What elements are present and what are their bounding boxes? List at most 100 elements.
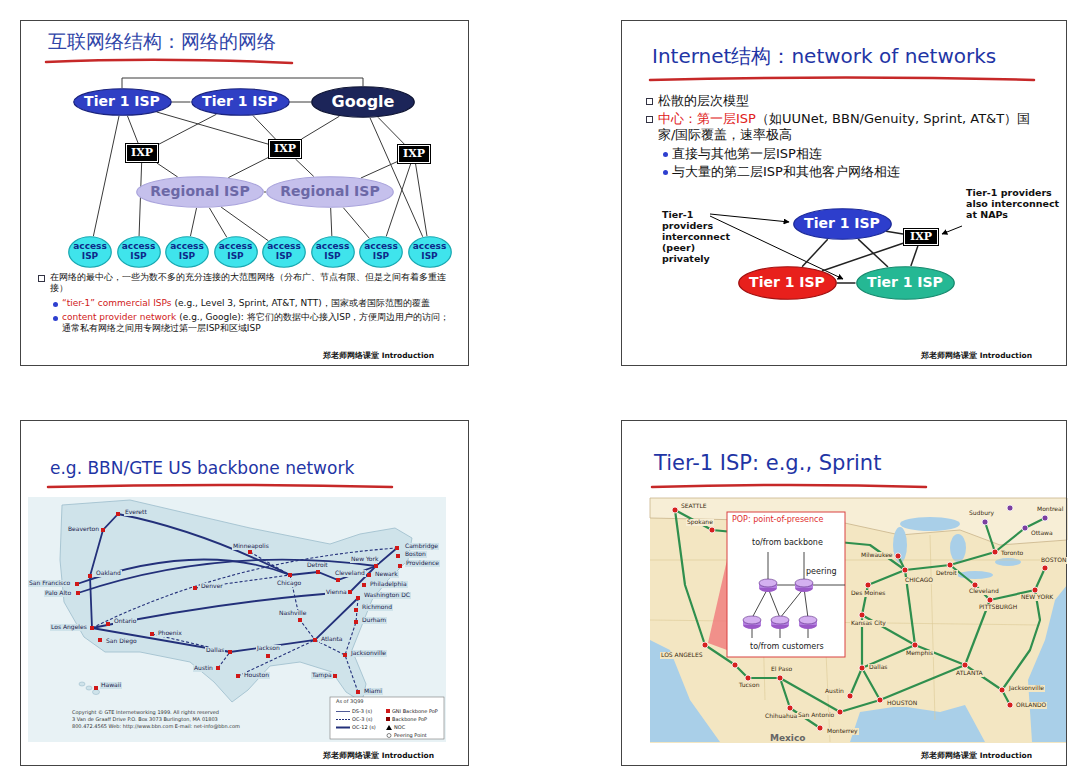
city-label: Chicago	[276, 580, 302, 587]
city-label: Tampa	[311, 672, 333, 679]
connector	[290, 102, 312, 103]
city-label: ORLANDO	[1015, 702, 1047, 709]
city-label: San Diego	[105, 638, 138, 645]
network-ellipse: access ISP	[408, 236, 452, 268]
node-label: Tier 1 ISP	[202, 94, 278, 109]
bullet-text: content provider network	[62, 312, 176, 322]
text-block: e.g. BBN/GTE US backbone network	[50, 458, 354, 479]
connector	[886, 231, 903, 234]
city-label: Jacksonville	[350, 650, 387, 657]
legend-text: DS-3 (s)	[352, 708, 372, 714]
legend-text: Backbone PoP	[392, 716, 427, 722]
text-block: 直接与其他第一层ISP相连	[662, 146, 1046, 162]
city-label: Durham	[361, 617, 387, 624]
city-label: Tucson	[738, 682, 760, 689]
legend-item: NOC	[386, 724, 405, 730]
city-label: Dallas	[205, 647, 225, 654]
node-label: access ISP	[412, 242, 448, 262]
city-label: Detroit	[306, 562, 329, 569]
ellipse-shape	[360, 237, 403, 268]
network-ellipse: Regional ISP	[136, 176, 264, 208]
city-label: Kansas City	[850, 620, 887, 627]
connector	[370, 118, 423, 237]
title-underlines	[46, 60, 1034, 487]
connector	[837, 282, 856, 284]
legend-item: OC-12 (s)	[336, 724, 376, 730]
node-label: IXP	[131, 147, 153, 159]
city-label: Philadelphia	[369, 581, 408, 588]
ellipse-shape	[73, 89, 171, 116]
node-label: Regional ISP	[150, 184, 249, 199]
text-block: Internet结构：network of networks	[652, 44, 996, 69]
legend-item: GNI Backbone PoP	[386, 708, 438, 714]
footer-text: 郑老师网络课堂 Introduction	[323, 351, 434, 360]
text-block: 郑老师网络课堂 Introduction	[921, 351, 1032, 360]
ellipse-shape	[311, 237, 354, 268]
city-label: LOS ANGELES	[660, 652, 704, 659]
network-ellipse: Regional ISP	[266, 176, 394, 208]
city-label: Spokane	[686, 519, 714, 526]
ellipse-shape	[117, 237, 160, 268]
ellipse-shape	[856, 267, 954, 300]
slide-title: e.g. BBN/GTE US backbone network	[50, 458, 354, 478]
text-block: 郑老师网络课堂 Introduction	[323, 351, 434, 360]
network-ellipse: access ISP	[68, 236, 112, 268]
network-ellipse: Tier 1 ISP	[738, 266, 837, 300]
slide-frame: 互联网络结构：网络的网络在网络的最中心，一些为数不多的充分连接的大范围网络（分布…	[20, 20, 469, 366]
node-label: Tier 1 ISP	[749, 275, 825, 290]
connector	[209, 208, 226, 237]
city-label: Minneapolis	[232, 543, 270, 550]
bbn-us-map	[28, 497, 446, 742]
node-label: access ISP	[266, 242, 302, 262]
slide-title: Tier-1 ISP: e.g., Sprint	[654, 451, 881, 475]
city-label: San Antonio	[797, 712, 835, 719]
legend-sample	[336, 725, 350, 730]
city-label: HOUSTON	[886, 700, 918, 707]
ixp-box: IXP	[125, 143, 159, 163]
city-label: Washington DC	[363, 592, 411, 599]
legend-text: GNI Backbone PoP	[392, 708, 438, 714]
node-label: IXP	[403, 148, 425, 160]
legend-swatch	[386, 717, 390, 721]
node-label: IXP	[910, 231, 932, 243]
city-label: ATLANTA	[955, 670, 984, 677]
text-block: 中心：第一层ISP（如UUNet, BBN/Genuity, Sprint, A…	[646, 111, 1046, 144]
city-label: Memphis	[905, 650, 934, 657]
city-label: BOSTON	[1040, 557, 1067, 564]
network-ellipse: Tier 1 ISP	[856, 266, 955, 300]
network-ellipse: access ISP	[311, 236, 355, 268]
node-label: access ISP	[315, 242, 351, 262]
footer-text: 郑老师网络课堂 Introduction	[921, 351, 1032, 360]
text-block: Tier-1 ISP: e.g., Sprint	[654, 450, 881, 476]
slide-frame: Tier-1 ISP: e.g., Sprint郑老师网络课堂 Introduc…	[621, 420, 1067, 766]
city-label: CHICAGO	[904, 577, 934, 584]
city-label: Jackson	[256, 645, 281, 652]
city-label: Atlanta	[320, 636, 344, 643]
legend-sample	[386, 733, 392, 738]
slide-title: Internet结构：network of networks	[652, 44, 996, 68]
ellipse-shape	[793, 209, 891, 240]
city-label: NEW YORK	[1020, 594, 1054, 601]
connector	[343, 208, 369, 239]
network-ellipse: access ISP	[262, 236, 306, 268]
node-label: Tier 1 ISP	[867, 275, 943, 290]
country-label: Mexico	[770, 733, 805, 743]
connector	[127, 116, 138, 143]
legend-item: OC-3 (s)	[336, 716, 373, 722]
bullet-text: (e.g., Level 3, Sprint, AT&T, NTT)，国家或者国…	[175, 298, 430, 308]
city-label: Des Moines	[850, 590, 886, 597]
annotation-text: Tier-1 providers also interconnect at NA…	[966, 188, 1062, 221]
ellipse-shape	[137, 177, 264, 208]
bullet-text: 松散的层次模型	[658, 93, 749, 108]
legend-item: DS-3 (s)	[336, 708, 372, 714]
inset-text: to/from backbone	[752, 538, 823, 547]
ixp-box: IXP	[903, 228, 939, 246]
ellipse-shape	[69, 237, 112, 268]
text-block: 互联网络结构：网络的网络	[48, 30, 276, 54]
node-label: IXP	[274, 143, 296, 155]
network-ellipse: Tier 1 ISP	[191, 88, 290, 116]
copyright-text: Copyright © GTE Internetworking 1999. Al…	[72, 710, 219, 716]
city-label: Toronto	[1000, 550, 1024, 557]
network-ellipse: access ISP	[165, 236, 209, 268]
city-label: Austin	[824, 688, 845, 695]
